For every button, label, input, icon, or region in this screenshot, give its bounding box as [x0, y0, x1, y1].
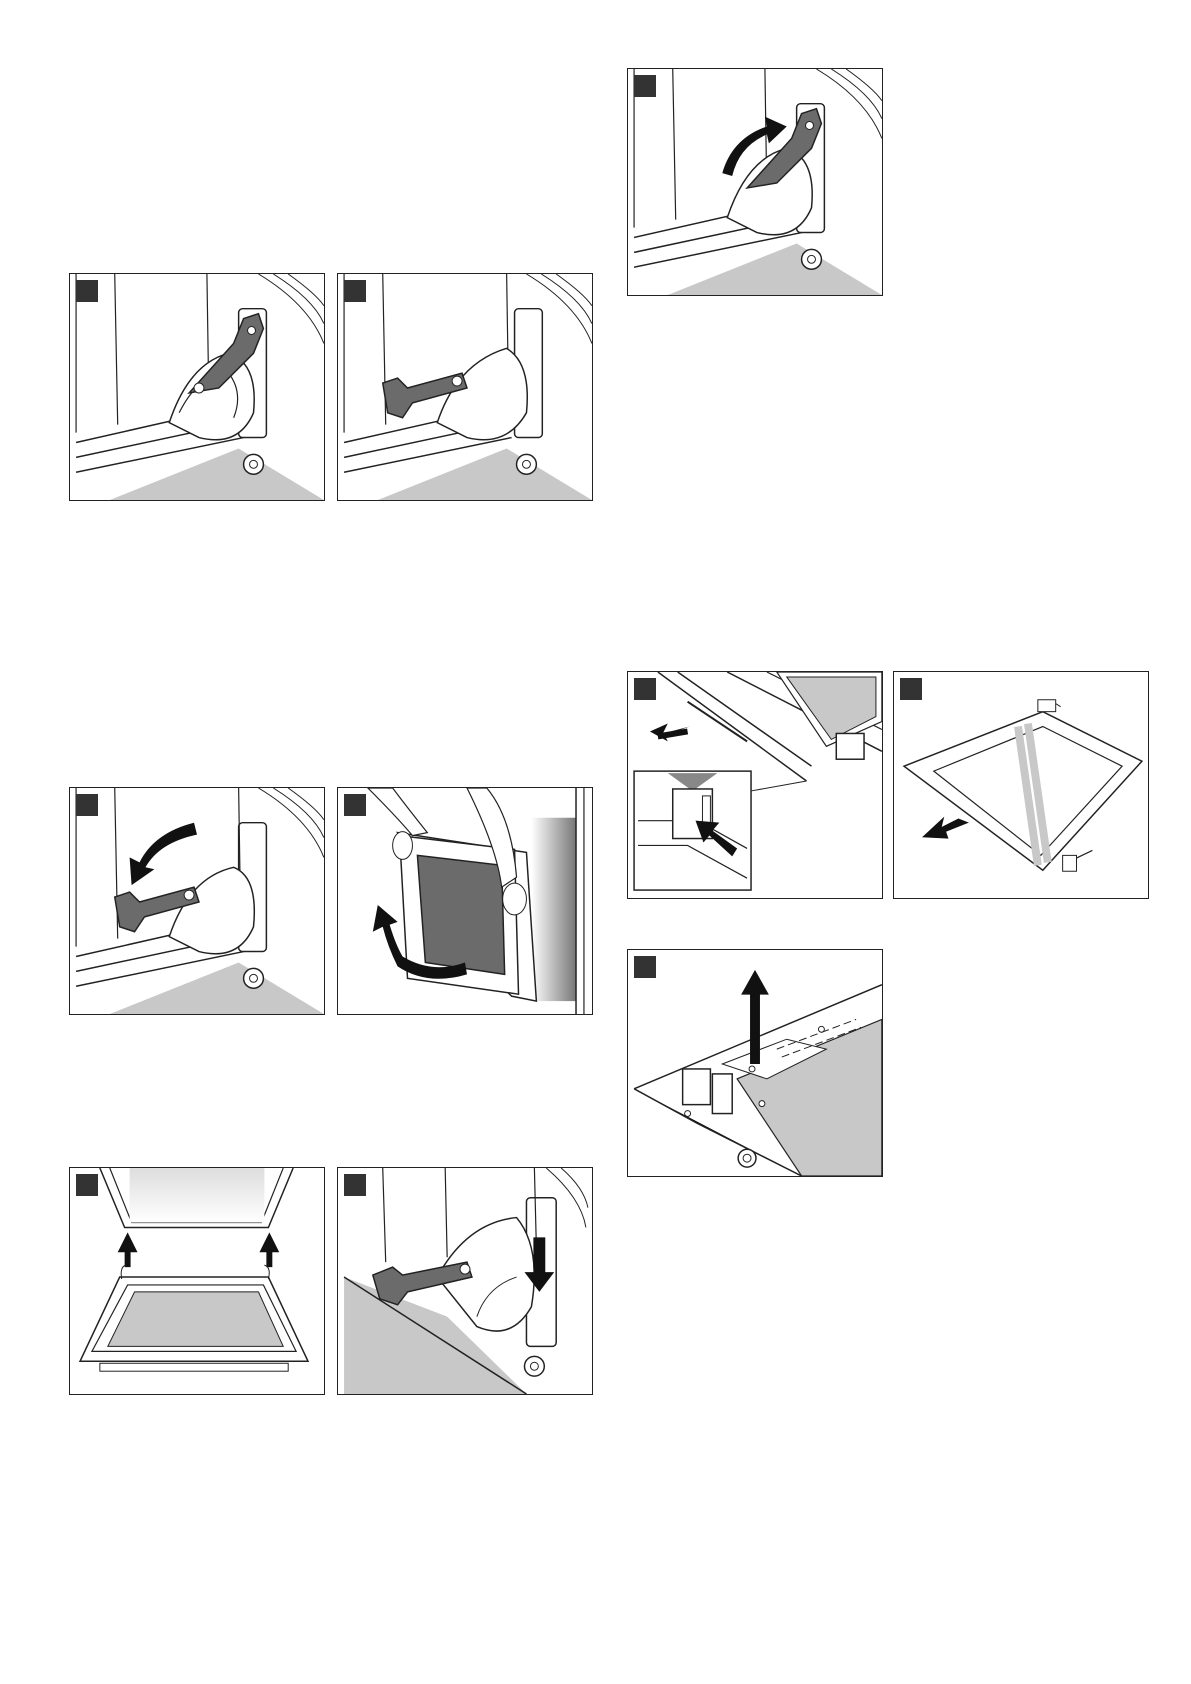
- hinge-illustration: [338, 274, 592, 500]
- step-marker: [76, 794, 98, 816]
- illustration-panel-hinge-lever-raise: [627, 68, 883, 296]
- arrow-up-icon: [259, 1232, 279, 1267]
- step-marker: [76, 280, 98, 302]
- hinge-illustration: [70, 274, 324, 500]
- step-marker: [634, 75, 656, 97]
- step-marker: [76, 1174, 98, 1196]
- step-marker: [634, 678, 656, 700]
- illustration-panel-glass-insert: [69, 1167, 325, 1395]
- door-illustration: [338, 788, 592, 1014]
- hinge-illustration: [338, 1168, 592, 1394]
- arrow-up-icon: [118, 1232, 138, 1267]
- illustration-panel-hinge-lever-lower: [69, 787, 325, 1015]
- step-marker: [344, 1174, 366, 1196]
- curved-arrow-icon: [130, 823, 197, 885]
- illustration-panel-door-lift-out: [337, 787, 593, 1015]
- illustration-panel-hinge-lever-up: [69, 273, 325, 501]
- illustration-panel-clip-release: [627, 671, 883, 899]
- step-marker: [634, 956, 656, 978]
- step-marker: [344, 794, 366, 816]
- clip-illustration: [628, 950, 882, 1176]
- hinge-illustration: [70, 788, 324, 1014]
- illustration-panel-hinge-push-down: [337, 1167, 593, 1395]
- illustration-panel-hinge-lever-down: [337, 273, 593, 501]
- illustration-panel-clip-lift: [627, 949, 883, 1177]
- illustration-panel-glass-pull-out: [893, 671, 1149, 899]
- step-marker: [900, 678, 922, 700]
- door-frame-illustration: [70, 1168, 324, 1394]
- step-marker: [344, 280, 366, 302]
- clip-illustration: [628, 672, 882, 898]
- arrow-icon: [927, 821, 964, 837]
- glass-illustration: [894, 672, 1148, 898]
- hinge-illustration: [628, 69, 882, 295]
